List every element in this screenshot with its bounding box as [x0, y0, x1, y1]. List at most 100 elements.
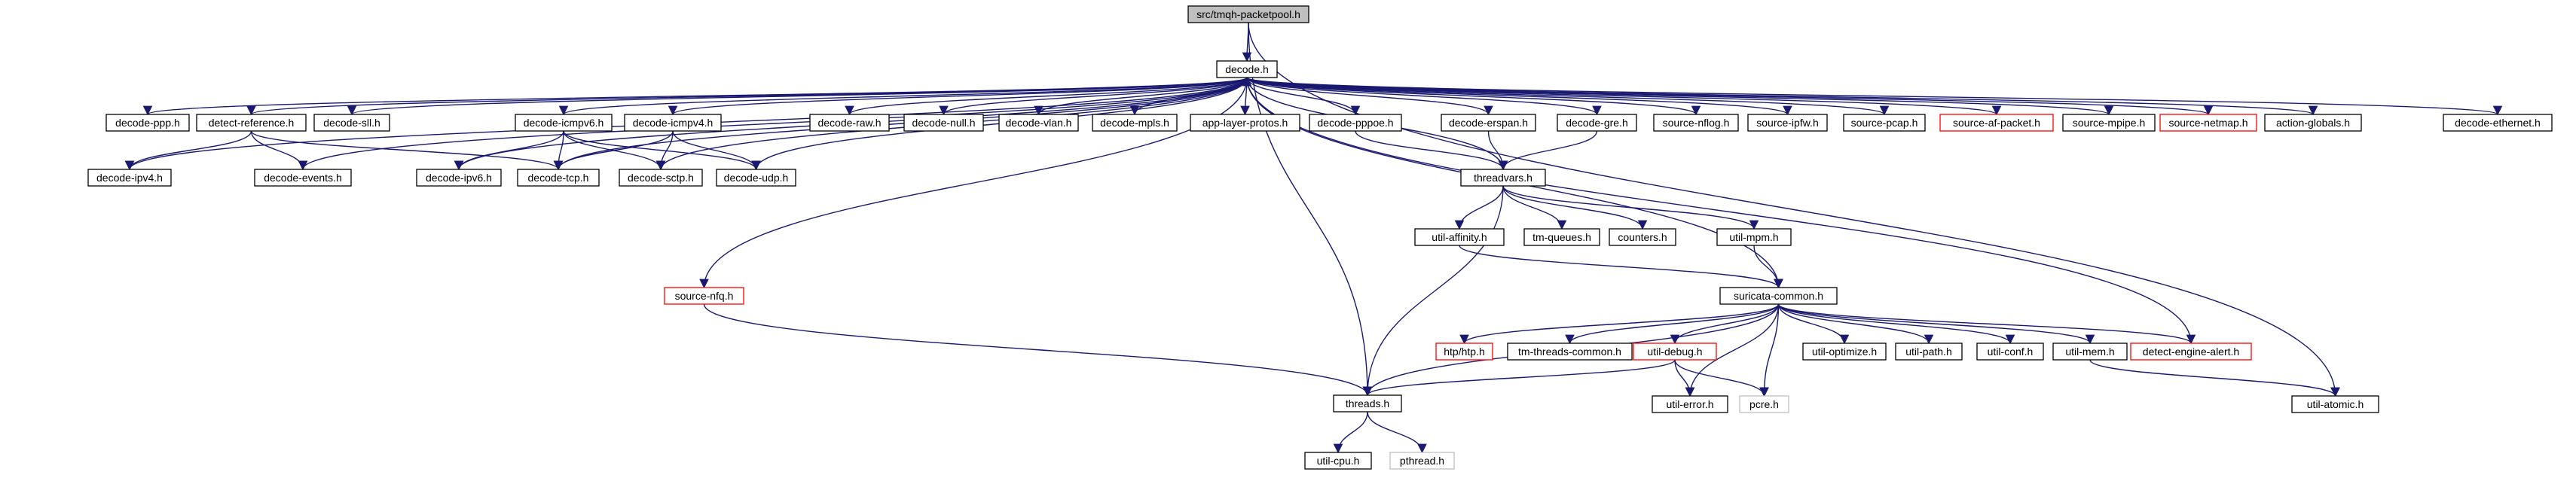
edge-util-debug-to-threads — [1362, 359, 1676, 397]
node-box — [2159, 114, 2257, 132]
node-detect-engine-alert[interactable]: detect-engine-alert.h — [2130, 343, 2252, 361]
node-decode-mpls[interactable]: decode-mpls.h — [1092, 114, 1178, 132]
node-source-af-packet[interactable]: source-af-packet.h — [1939, 114, 2054, 132]
node-label: decode-gre.h — [1566, 117, 1628, 129]
node-box — [1802, 343, 1887, 361]
edge-suricata-common-to-util-error — [1685, 303, 1780, 397]
node-action-globals[interactable]: action-globals.h — [2264, 114, 2362, 132]
node-decode-ipv6[interactable]: decode-ipv6.h — [416, 169, 502, 187]
node-util-mem[interactable]: util-mem.h — [2052, 343, 2128, 361]
node-label: util-cpu.h — [1317, 455, 1360, 467]
node-source-pcap[interactable]: source-pcap.h — [1843, 114, 1926, 132]
node-util-path[interactable]: util-path.h — [1895, 343, 1963, 361]
node-source-nfq[interactable]: source-nfq.h — [664, 287, 744, 305]
node-util-error[interactable]: util-error.h — [1652, 395, 1728, 413]
node-source-mpipe[interactable]: source-mpipe.h — [2062, 114, 2156, 132]
node-suricata-common[interactable]: suricata-common.h — [1719, 287, 1838, 305]
node-source-ipfw[interactable]: source-ipfw.h — [1747, 114, 1828, 132]
node-pcre[interactable]: pcre.h — [1739, 395, 1789, 413]
node-label: util-optimize.h — [1812, 346, 1877, 358]
edge-decode-to-decode-tcp — [553, 77, 1248, 171]
node-box — [1843, 114, 1926, 132]
node-label: tm-threads-common.h — [1518, 346, 1621, 358]
node-htp[interactable]: htp/htp.h — [1435, 343, 1493, 361]
edge-decode-to-source-ipfw — [1246, 77, 1792, 116]
edge-detect-reference-to-decode-tcp — [250, 130, 564, 171]
node-counters[interactable]: counters.h — [1609, 228, 1676, 246]
node-label: decode-ipv4.h — [96, 172, 163, 184]
node-source-netmap[interactable]: source-netmap.h — [2159, 114, 2257, 132]
node-decode[interactable]: decode.h — [1216, 60, 1278, 78]
node-label: source-pcap.h — [1851, 117, 1918, 129]
node-label: util-debug.h — [1647, 346, 1702, 358]
edge-decode-to-decode-icmpv6 — [559, 77, 1248, 116]
node-decode-erspan[interactable]: decode-erspan.h — [1441, 114, 1536, 132]
node-box — [1309, 114, 1402, 132]
edge-suricata-common-to-pcre — [1759, 303, 1780, 397]
node-box — [2052, 343, 2128, 361]
node-pthread[interactable]: pthread.h — [1389, 452, 1455, 470]
node-decode-tcp[interactable]: decode-tcp.h — [517, 169, 600, 187]
node-label: source-mpipe.h — [2073, 117, 2146, 129]
node-util-affinity[interactable]: util-affinity.h — [1414, 228, 1505, 246]
node-box — [1435, 343, 1493, 361]
node-tm-threads-common[interactable]: tm-threads-common.h — [1507, 343, 1633, 361]
edge-decode-icmpv4-to-decode-udp — [672, 130, 761, 171]
node-decode-gre[interactable]: decode-gre.h — [1557, 114, 1637, 132]
edge-decode-to-action-globals — [1246, 77, 2318, 116]
node-box — [1557, 114, 1637, 132]
node-decode-raw[interactable]: decode-raw.h — [809, 114, 890, 132]
node-label: detect-reference.h — [209, 117, 295, 129]
node-label: suricata-common.h — [1734, 290, 1823, 302]
node-util-debug[interactable]: util-debug.h — [1633, 343, 1717, 361]
node-label: pthread.h — [1400, 455, 1444, 467]
node-decode-icmpv4[interactable]: decode-icmpv4.h — [624, 114, 722, 132]
node-decode-pppoe[interactable]: decode-pppoe.h — [1309, 114, 1402, 132]
edge-decode-to-decode-raw — [845, 77, 1248, 116]
node-decode-sctp[interactable]: decode-sctp.h — [619, 169, 703, 187]
node-detect-reference[interactable]: detect-reference.h — [196, 114, 307, 132]
edge-suricata-common-to-util-debug — [1670, 303, 1780, 345]
node-label: util-error.h — [1666, 398, 1713, 410]
edge-decode-to-decode-mpls — [1129, 77, 1248, 116]
node-util-mpm[interactable]: util-mpm.h — [1716, 228, 1792, 246]
node-label: decode-events.h — [264, 172, 342, 184]
node-label: decode-null.h — [912, 117, 975, 129]
node-source-nflog[interactable]: source-nflog.h — [1653, 114, 1739, 132]
node-label: decode-mpls.h — [1100, 117, 1169, 129]
node-decode-sll[interactable]: decode-sll.h — [313, 114, 390, 132]
node-box — [1716, 228, 1792, 246]
edge-suricata-common-to-detect-engine-alert — [1777, 303, 2196, 345]
node-decode-ethernet[interactable]: decode-ethernet.h — [2443, 114, 2553, 132]
node-box — [1092, 114, 1178, 132]
edge-detect-engine-alert-to-decode — [1242, 76, 2192, 344]
node-box — [2443, 114, 2553, 132]
node-decode-ppp[interactable]: decode-ppp.h — [105, 114, 190, 132]
node-util-conf[interactable]: util-conf.h — [1976, 343, 2044, 361]
node-threadvars[interactable]: threadvars.h — [1460, 169, 1546, 187]
node-app-layer-protos[interactable]: app-layer-protos.h — [1190, 114, 1300, 132]
node-decode-vlan[interactable]: decode-vlan.h — [998, 114, 1079, 132]
node-label: util-conf.h — [1988, 346, 2034, 358]
node-threads[interactable]: threads.h — [1333, 394, 1402, 413]
node-decode-icmpv6[interactable]: decode-icmpv6.h — [515, 114, 613, 132]
edge-decode-erspan-to-threadvars — [1487, 130, 1508, 171]
node-util-optimize[interactable]: util-optimize.h — [1802, 343, 1887, 361]
node-box — [619, 169, 703, 187]
node-util-atomic[interactable]: util-atomic.h — [2291, 395, 2379, 413]
node-label: util-path.h — [1905, 346, 1951, 358]
node-decode-ipv4[interactable]: decode-ipv4.h — [87, 169, 172, 187]
node-decode-events[interactable]: decode-events.h — [254, 169, 352, 187]
node-box — [624, 114, 722, 132]
node-box — [1441, 114, 1536, 132]
node-box — [1609, 228, 1676, 246]
node-decode-udp[interactable]: decode-udp.h — [716, 169, 796, 187]
edge-suricata-common-to-tm-threads-common — [1565, 303, 1780, 345]
node-label: threads.h — [1346, 397, 1389, 409]
node-label: decode-erspan.h — [1449, 117, 1528, 129]
node-tm-queues[interactable]: tm-queues.h — [1523, 228, 1600, 246]
node-util-cpu[interactable]: util-cpu.h — [1304, 452, 1372, 470]
edge-util-affinity-to-suricata-common — [1459, 245, 1783, 289]
node-decode-null[interactable]: decode-null.h — [903, 114, 984, 132]
